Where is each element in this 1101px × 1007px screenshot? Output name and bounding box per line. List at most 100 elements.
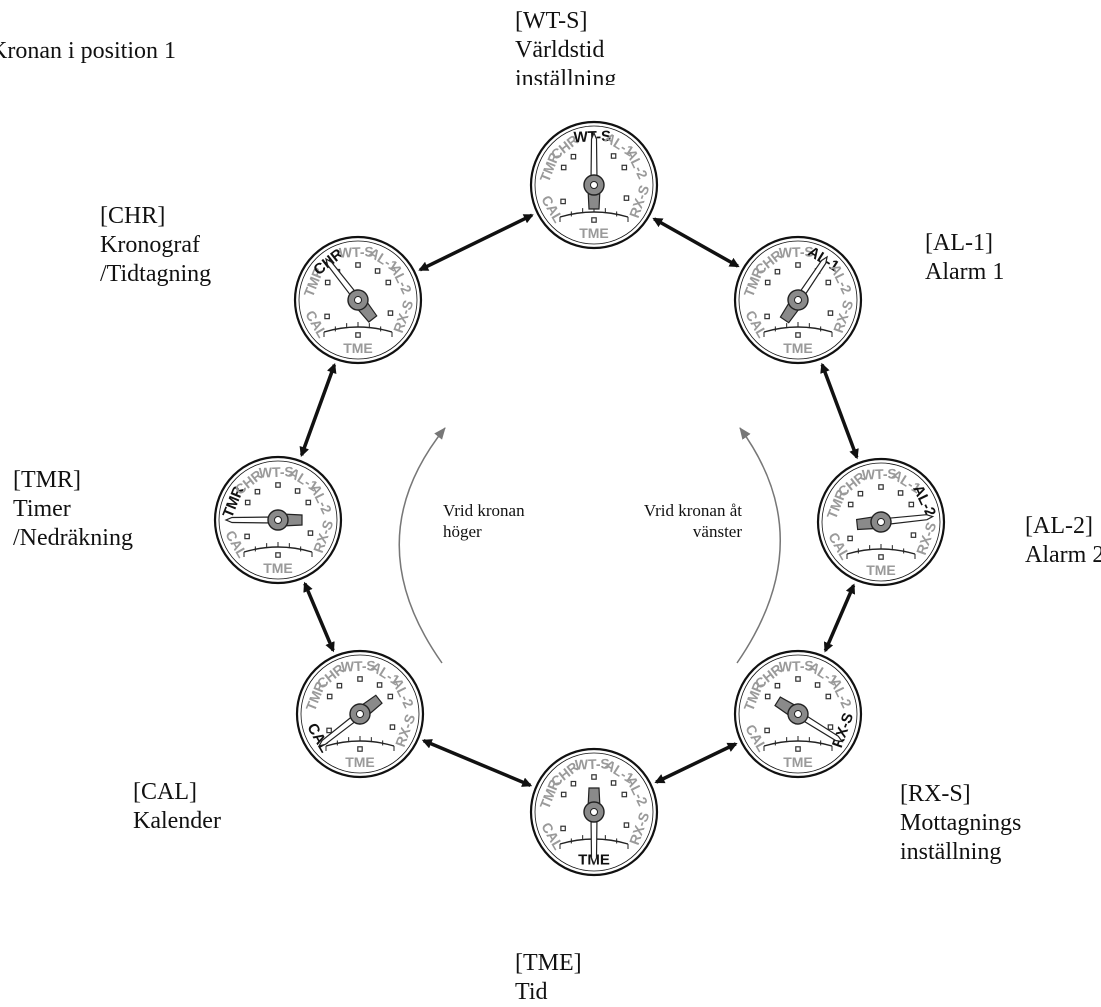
dial-marker bbox=[795, 262, 801, 268]
dial-marker bbox=[560, 164, 567, 171]
dial-marker bbox=[591, 217, 597, 223]
dial-marker bbox=[610, 780, 617, 786]
dial-marker bbox=[610, 153, 617, 159]
dial-mode-label: TME bbox=[866, 562, 896, 578]
dial-marker bbox=[825, 279, 832, 286]
mode-code: [RX-S] bbox=[900, 781, 971, 807]
turn-left-label: Vrid kronan åt vänster bbox=[643, 501, 742, 541]
dial-marker bbox=[621, 791, 628, 798]
transition-arrow bbox=[303, 581, 335, 653]
dial-marker bbox=[847, 535, 853, 542]
dial-marker bbox=[385, 279, 392, 286]
transition-arrow bbox=[654, 742, 738, 784]
dial-marker bbox=[570, 780, 577, 787]
dial-marker bbox=[326, 727, 332, 734]
dial-marker bbox=[764, 313, 770, 320]
dial-marker bbox=[827, 310, 834, 316]
transition-arrow bbox=[299, 362, 337, 458]
dial-mode-label: WT-S bbox=[339, 243, 375, 260]
dial-mode-label: WT-S bbox=[779, 243, 815, 260]
dial-marker bbox=[795, 746, 801, 752]
transition-arrow bbox=[421, 739, 533, 787]
dial-marker bbox=[560, 825, 566, 832]
dial-hand bbox=[855, 511, 935, 533]
dial-mode-label: WT-S bbox=[341, 657, 377, 674]
dial-marker bbox=[570, 153, 577, 160]
dial-marker bbox=[764, 693, 771, 700]
dial-marker bbox=[275, 482, 281, 488]
dial-marker bbox=[878, 554, 884, 560]
mode-name: /Nedräkning bbox=[13, 525, 133, 551]
dial-marker bbox=[897, 490, 904, 496]
mode-label-wt-s: [WT-S] Världstid inställning bbox=[515, 7, 616, 85]
dial-hand bbox=[583, 787, 605, 866]
dial-hand bbox=[774, 696, 844, 743]
mode-label-rx-s: [RX-S] Mottagnings inställning bbox=[900, 780, 1021, 866]
mode-code: [TME] bbox=[515, 950, 582, 976]
dial-marker bbox=[254, 488, 261, 495]
mode-name: /Tidtagning bbox=[100, 261, 212, 287]
dial-marker bbox=[336, 682, 343, 689]
crown-position-caption: Kronan i position 1 bbox=[0, 38, 176, 64]
dial-mode-label: WT-S bbox=[862, 465, 898, 482]
mode-code: [AL-1] bbox=[925, 230, 993, 256]
mode-name: Alarm 2 bbox=[1025, 542, 1101, 568]
dial-marker bbox=[774, 682, 781, 689]
dial-mode-label: TME bbox=[783, 340, 813, 356]
dial-marker bbox=[357, 746, 363, 752]
dial-marker bbox=[795, 332, 801, 338]
dial-mode-label: WT-S bbox=[259, 463, 295, 480]
dial-mode-label: TME bbox=[263, 560, 293, 576]
mode-label-tmr: [TMR] Timer /Nedräkning bbox=[13, 466, 133, 563]
dial-marker bbox=[307, 530, 314, 536]
dial-hand bbox=[779, 255, 828, 324]
mode-name: Timer bbox=[13, 496, 71, 522]
dial-marker bbox=[764, 727, 770, 734]
turn-right-label: Vrid kronan höger bbox=[443, 501, 525, 541]
mode-name: Alarm 1 bbox=[925, 259, 1005, 285]
dial-marker bbox=[355, 332, 361, 338]
mode-name: Tid bbox=[515, 979, 548, 1005]
turn-right-arrow bbox=[398, 427, 446, 664]
dial-marker bbox=[623, 822, 630, 828]
turn-left-arrow bbox=[736, 427, 781, 664]
mode-name: inställning bbox=[515, 66, 617, 85]
dial-marker bbox=[908, 501, 915, 508]
dial-hand bbox=[317, 694, 383, 747]
mode-code: [TMR] bbox=[13, 467, 81, 493]
dial-marker bbox=[560, 791, 567, 798]
transition-arrow bbox=[823, 583, 856, 653]
dial-hand bbox=[325, 257, 378, 323]
dial-marker bbox=[326, 693, 333, 700]
mode-name: Mottagnings bbox=[900, 810, 1022, 836]
dial-marker bbox=[376, 682, 383, 688]
mode-label-cal: [CAL] Kalender bbox=[133, 778, 221, 836]
dial-marker bbox=[355, 262, 361, 268]
dial-marker bbox=[387, 693, 394, 700]
mode-name: Världstid bbox=[515, 37, 605, 63]
dial-marker bbox=[389, 724, 396, 730]
dial-marker bbox=[244, 499, 251, 506]
mode-code: [AL-2] bbox=[1025, 513, 1093, 539]
transition-arrow bbox=[418, 213, 534, 272]
dial-marker bbox=[560, 198, 566, 205]
dial-marker bbox=[305, 499, 312, 506]
dial-marker bbox=[764, 279, 771, 286]
dial-marker bbox=[847, 501, 854, 508]
mode-label-al-2: [AL-2] Alarm 2 bbox=[1025, 512, 1101, 570]
mode-code: [WT-S] bbox=[515, 8, 588, 34]
dial-marker bbox=[591, 774, 597, 780]
transition-arrow bbox=[820, 362, 859, 460]
dial-mode-label: TME bbox=[343, 340, 373, 356]
dial-marker bbox=[244, 533, 250, 540]
mode-label-al-1: [AL-1] Alarm 1 bbox=[925, 229, 1004, 287]
mode-code: [CAL] bbox=[133, 779, 197, 805]
dial-mode-label: TME bbox=[579, 225, 609, 241]
